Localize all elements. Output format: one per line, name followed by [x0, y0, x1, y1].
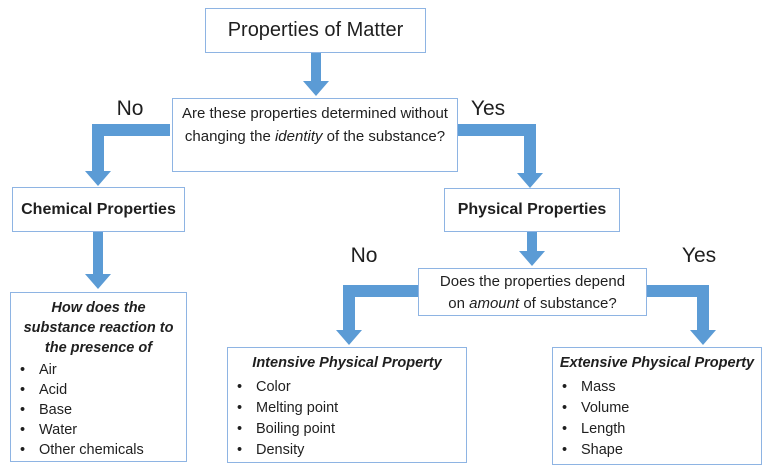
list-item: Water — [11, 420, 186, 440]
list-item: Color — [228, 377, 466, 398]
list-item: Length — [553, 419, 761, 440]
chemical-detail-list: Air Acid Base Water Other chemicals — [11, 360, 186, 460]
question1-text: Are these properties determined without … — [182, 105, 448, 145]
question1-text-end: of the substance? — [322, 128, 446, 145]
question1-emphasis: identity — [274, 128, 323, 145]
branch-label-q1-no: No — [116, 97, 144, 120]
node-properties-of-matter: Properties of Matter — [205, 8, 426, 53]
node-question-identity: Are these properties determined without … — [172, 98, 458, 172]
node-intensive-physical-property: Intensive Physical Property Color Meltin… — [227, 347, 467, 463]
extensive-list: Mass Volume Length Shape — [553, 377, 761, 461]
list-item: Air — [11, 360, 186, 380]
question2-text: Does the properties depend on — [439, 273, 626, 312]
node-chemical-detail: How does the substance reaction to the p… — [10, 292, 187, 462]
list-item: Mass — [553, 377, 761, 398]
arrow-elbow-q2-no-to-intensive-icon — [336, 285, 420, 345]
arrow-down-chemical-to-detail-icon — [85, 230, 111, 289]
node-question-amount: Does the properties depend on amount of … — [418, 268, 647, 316]
list-item: Base — [11, 400, 186, 420]
node-title-label: Properties of Matter — [227, 19, 404, 41]
list-item: Acid — [11, 380, 186, 400]
question2-emphasis: amount — [469, 295, 520, 312]
list-item: Shape — [553, 440, 761, 461]
branch-label-q2-no: No — [350, 244, 378, 267]
node-extensive-physical-property: Extensive Physical Property Mass Volume … — [552, 347, 762, 465]
arrow-elbow-q1-no-to-chemical-icon — [85, 124, 170, 186]
arrow-elbow-q2-yes-to-extensive-icon — [645, 285, 716, 345]
arrow-down-title-to-q1-icon — [303, 50, 329, 96]
list-item: Density — [228, 440, 466, 461]
intensive-list: Color Melting point Boiling point Densit… — [228, 377, 466, 461]
extensive-heading: Extensive Physical Property — [559, 355, 755, 371]
arrow-down-physical-to-q2-icon — [519, 230, 545, 266]
node-physical-properties: Physical Properties — [444, 188, 620, 232]
intensive-heading: Intensive Physical Property — [252, 355, 442, 371]
question2-text-end: of substance? — [519, 295, 617, 312]
branch-label-q2-yes: Yes — [681, 244, 717, 267]
node-chemical-properties: Chemical Properties — [12, 187, 185, 232]
chemical-detail-heading: How does the substance reaction to the p… — [23, 300, 174, 356]
chemical-properties-label: Chemical Properties — [21, 200, 176, 218]
physical-properties-label: Physical Properties — [457, 201, 607, 218]
list-item: Other chemicals — [11, 440, 186, 460]
list-item: Melting point — [228, 398, 466, 419]
list-item: Volume — [553, 398, 761, 419]
list-item: Boiling point — [228, 419, 466, 440]
arrow-elbow-q1-yes-to-physical-icon — [456, 124, 543, 188]
branch-label-q1-yes: Yes — [470, 97, 506, 120]
